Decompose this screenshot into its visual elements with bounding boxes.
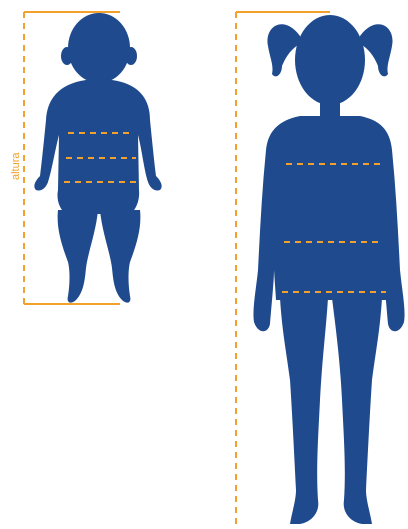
baby-left-leg xyxy=(58,210,98,303)
baby-torso xyxy=(34,80,161,214)
baby-height-label: altura xyxy=(10,152,22,180)
baby-left-ear xyxy=(61,47,73,65)
girl-left-leg xyxy=(280,298,328,524)
girl-right-leg xyxy=(332,298,382,524)
baby-figure: altura xyxy=(10,12,162,304)
girl-silhouette xyxy=(253,15,404,524)
baby-right-ear xyxy=(125,47,137,65)
baby-right-leg xyxy=(100,210,140,303)
baby-silhouette xyxy=(34,13,161,303)
girl-head xyxy=(295,15,365,105)
girl-right-pigtail xyxy=(360,24,393,76)
girl-figure xyxy=(236,12,405,529)
girl-left-pigtail xyxy=(267,24,300,76)
baby-head xyxy=(68,13,130,83)
